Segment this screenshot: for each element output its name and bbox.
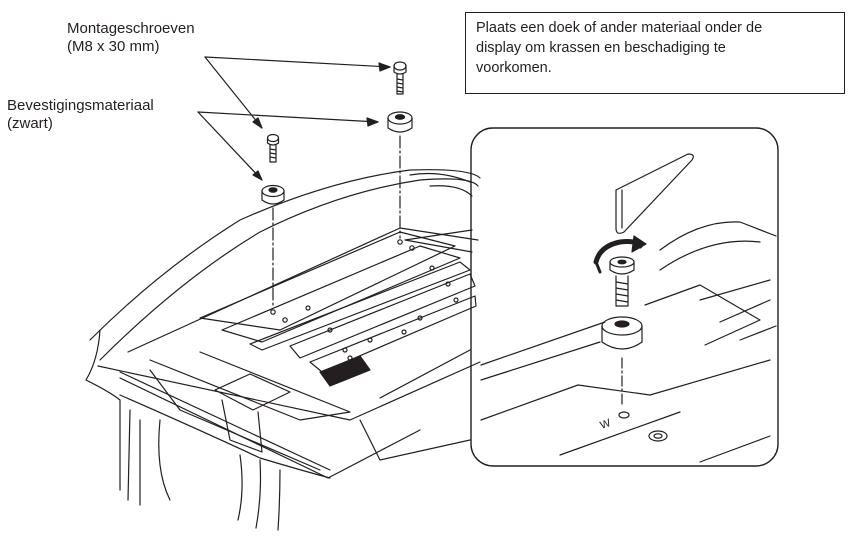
screw-icon xyxy=(393,61,407,95)
detail-view xyxy=(480,153,777,463)
hex-key-icon xyxy=(615,153,694,234)
caution-note-line3: voorkomen. xyxy=(476,60,552,76)
mounting-hardware-label: Bevestigingsmateriaal (zwart) xyxy=(7,97,154,133)
mounting-screws-label: Montageschroeven (M8 x 30 mm) xyxy=(67,20,195,56)
mounting-screws-label-line1: Montageschroeven xyxy=(67,20,195,37)
mounting-screws-label-line2: (M8 x 30 mm) xyxy=(67,38,160,55)
protective-cloth xyxy=(85,172,473,531)
detail-callout-lines xyxy=(404,229,473,253)
spacer-icon xyxy=(387,111,413,133)
leader-lines xyxy=(197,56,391,181)
spacer-icon xyxy=(261,184,285,205)
caution-note-line1: Plaats een doek of ander materiaal onder… xyxy=(476,20,763,36)
mounting-hardware-label-line2: (zwart) xyxy=(7,115,53,132)
plasma-display-rear xyxy=(89,169,481,479)
screw-icon xyxy=(266,133,280,163)
detail-view-frame xyxy=(470,127,779,467)
mounting-hardware-label-line1: Bevestigingsmateriaal xyxy=(7,97,154,114)
spacer-icon xyxy=(601,316,643,350)
caution-note-box: Plaats een doek of ander materiaal onder… xyxy=(465,12,845,94)
detail-mark-label: W xyxy=(599,417,613,432)
screw-icon xyxy=(609,256,635,307)
caution-note-line2: display om krassen en beschadiging te xyxy=(476,40,726,56)
